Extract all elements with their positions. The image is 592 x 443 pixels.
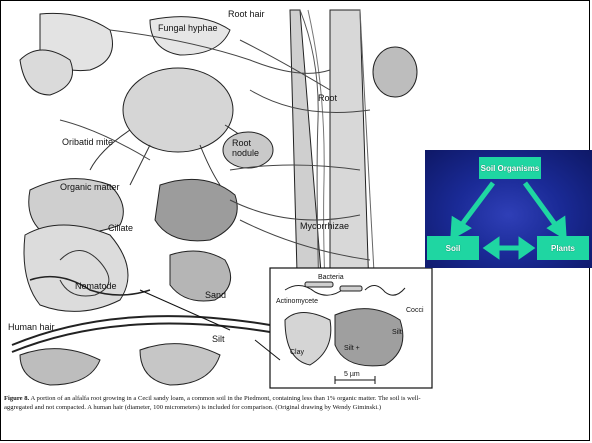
inset-label-clay: Clay: [290, 349, 305, 356]
caption-text: A portion of an alfalfa root growing in …: [4, 395, 421, 411]
label-human-hair: Human hair: [8, 322, 55, 332]
soil-illustration: Fungal hyphae Root hair Root Oribatid mi…: [0, 0, 438, 392]
arrow-organisms-to-plants: [525, 183, 557, 227]
label-organic-matter: Organic matter: [60, 182, 120, 192]
label-root-nodule-2: nodule: [232, 148, 259, 158]
label-silt: Silt: [212, 334, 225, 344]
node-soil-organisms: Soil Organisms: [479, 157, 541, 179]
inset-label-cocci: Cocci: [406, 307, 424, 314]
inset-label-actinomycete: Actinomycete: [276, 298, 318, 305]
label-nematode: Nematode: [75, 281, 117, 291]
inset-scale-bar-label: 5 µm: [344, 371, 360, 378]
inset-label-silt: Silt: [392, 329, 402, 336]
arrow-head-right: [521, 241, 531, 255]
node-soil: Soil: [427, 236, 479, 260]
label-mycorrhizae: Mycorrhizae: [300, 221, 349, 231]
inset-label-bacteria: Bacteria: [318, 274, 344, 281]
label-root-hair: Root hair: [228, 9, 265, 19]
node-plants: Plants: [537, 236, 589, 260]
inset-label-silt-plus: Silt +: [344, 345, 360, 352]
label-root: Root: [318, 93, 338, 103]
label-oribatid-mite: Oribatid mite: [62, 137, 113, 147]
label-ciliate: Ciliate: [108, 223, 133, 233]
arrow-head-left: [487, 241, 497, 255]
arrow-organisms-to-soil: [460, 183, 493, 227]
caption-figure-number: Figure 8.: [4, 395, 29, 402]
concept-diagram: Soil Organisms Soil Plants: [425, 150, 592, 268]
label-root-nodule-1: Root: [232, 138, 252, 148]
label-fungal-hyphae: Fungal hyphae: [158, 23, 218, 33]
label-sand: Sand: [205, 290, 226, 300]
figure-caption: Figure 8. A portion of an alfalfa root g…: [4, 395, 434, 412]
